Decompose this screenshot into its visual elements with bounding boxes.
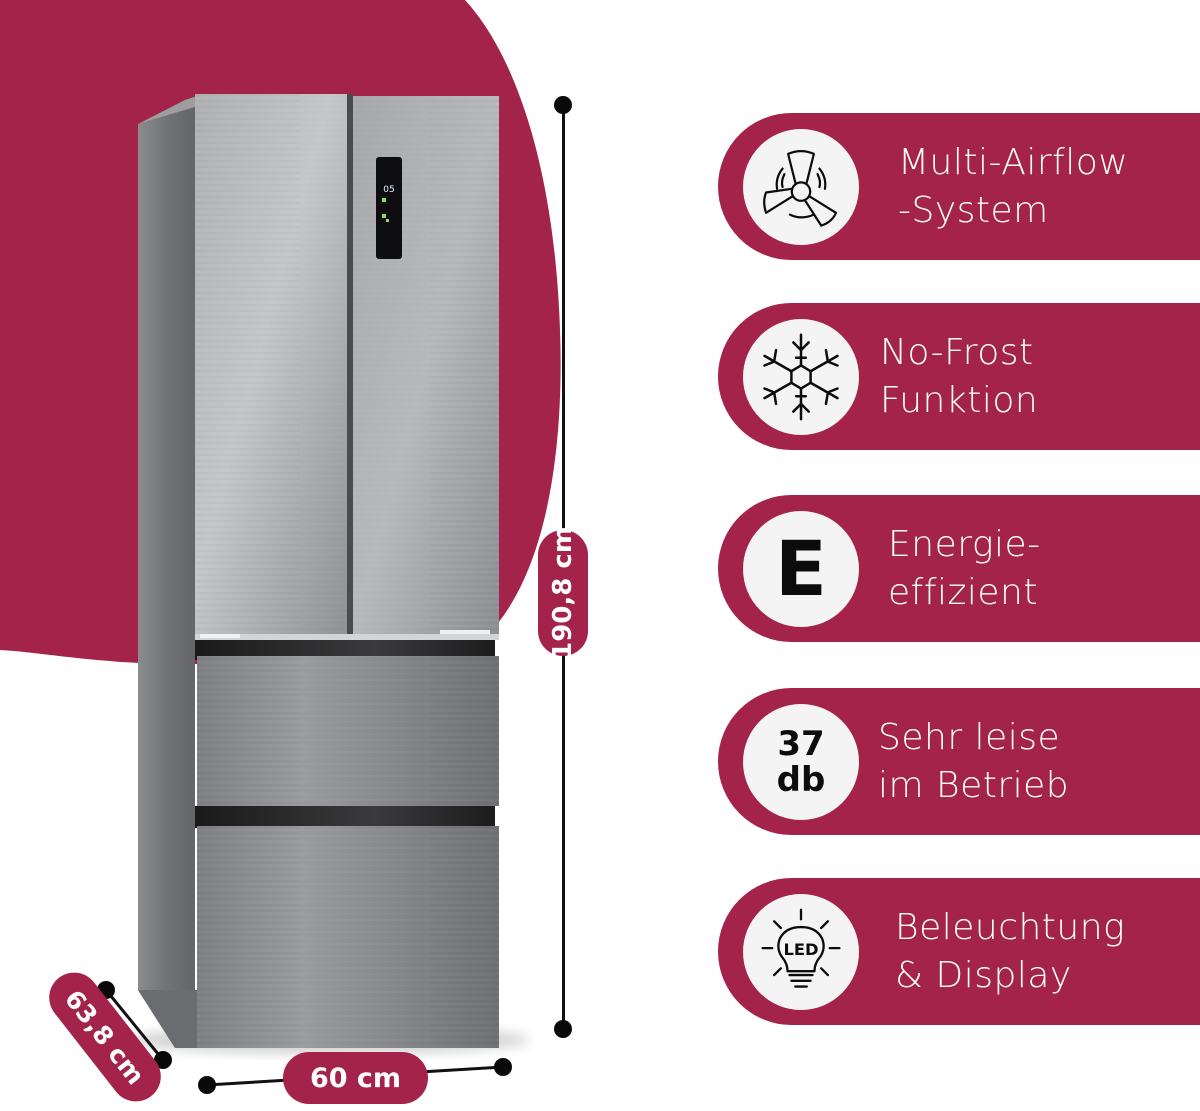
height-dimension-top-dot: [554, 96, 572, 114]
height-dimension-bottom-dot: [554, 1020, 572, 1038]
feature-label-line1: No-Frost: [880, 331, 1034, 373]
feature-icon-circle: LED: [743, 893, 859, 1010]
control-display: [376, 157, 402, 259]
height-dimension-label: 190,8 cm: [538, 526, 588, 660]
feature-label: Energie- effizient: [888, 521, 1041, 617]
feature-icon-circle: 37 db: [743, 703, 859, 820]
feature-label-line1: Beleuchtung: [895, 906, 1126, 948]
fan-icon: [763, 149, 838, 227]
feature-label-line2: Funktion: [880, 379, 1039, 421]
feature-label-line1: Sehr leise: [878, 716, 1061, 758]
feature-icon-circle: [743, 318, 859, 435]
snowflake-icon: [763, 333, 839, 420]
feature-label-line2: im Betrieb: [878, 764, 1070, 806]
led-icon-text: LED: [783, 939, 818, 958]
feature-icon-circle: E: [743, 510, 859, 627]
energy-class-icon: E: [775, 523, 827, 613]
display-temperature: 05: [383, 185, 394, 195]
feature-label: No-Frost Funktion: [880, 329, 1038, 425]
feature-label-line1: Multi-Airflow: [898, 141, 1129, 183]
feature-label-line2: -System: [898, 189, 1049, 231]
noise-level-unit: db: [776, 759, 826, 800]
feature-quiet-operation: 37 db Sehr leise im Betrieb: [718, 688, 1200, 835]
feature-multi-airflow: Multi-Airflow -System: [718, 113, 1200, 260]
feature-label: Sehr leise im Betrieb: [878, 714, 1069, 810]
led-bulb-icon: LED: [761, 908, 841, 988]
feature-energy-efficiency: E Energie- effizient: [718, 495, 1200, 642]
noise-level-icon: 37 db: [777, 726, 826, 798]
feature-icon-circle: [743, 128, 859, 245]
feature-label-line2: effizient: [888, 571, 1038, 613]
feature-label-line2: & Display: [895, 954, 1072, 996]
feature-no-frost: No-Frost Funktion: [718, 303, 1200, 450]
noise-level-value: 37: [777, 723, 825, 764]
feature-led-lighting: LED Beleuchtung & Display: [718, 878, 1200, 1025]
feature-label: Multi-Airflow -System: [898, 139, 1128, 235]
feature-label-line1: Energie-: [888, 523, 1041, 565]
width-dimension-label: 60 cm: [283, 1052, 428, 1104]
feature-label: Beleuchtung & Display: [895, 904, 1125, 1000]
